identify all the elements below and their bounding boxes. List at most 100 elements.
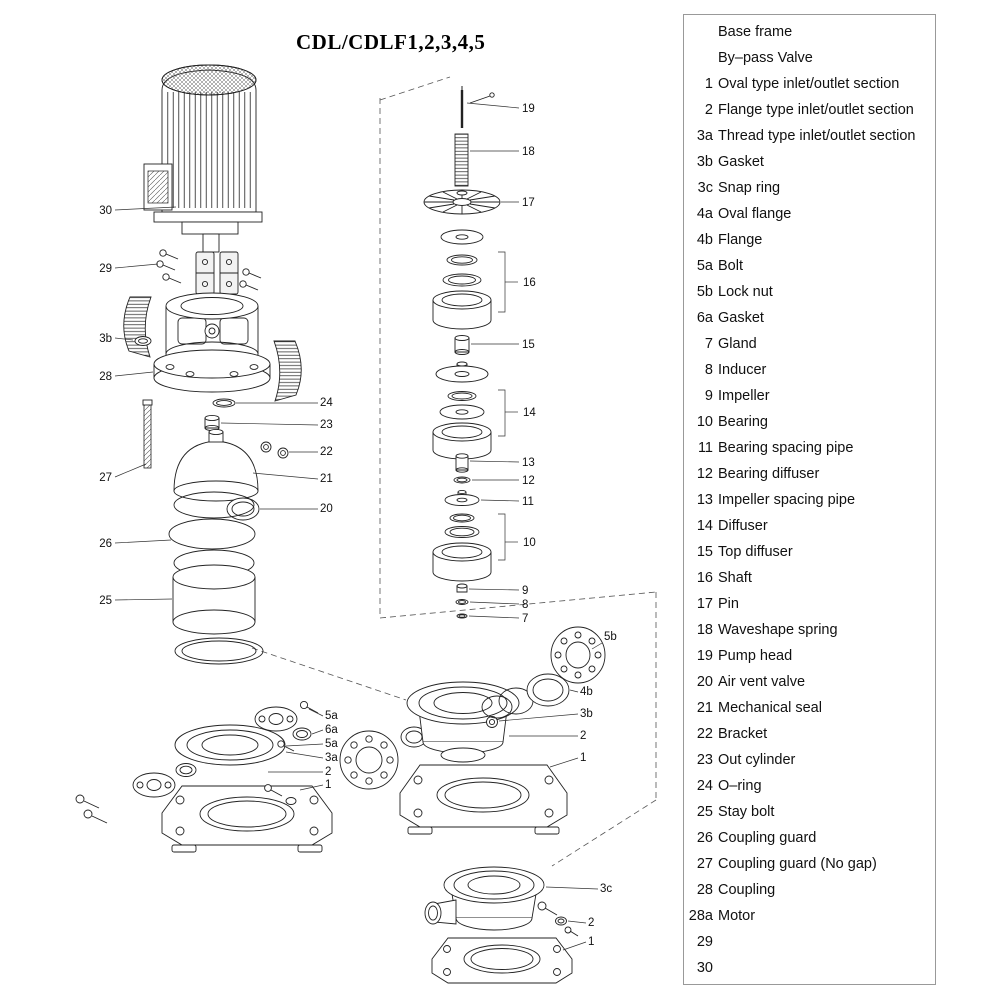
callout-20: 20	[320, 503, 333, 515]
part-number: 21	[696, 700, 713, 716]
part-label: Bearing	[718, 414, 768, 430]
callout-18: 18	[522, 146, 535, 158]
parts-list-row: By–pass Valve	[684, 45, 935, 71]
callout-24: 24	[320, 397, 333, 409]
part-number: 27	[696, 856, 713, 872]
part-number: 4b	[696, 232, 713, 248]
part-label: Flange	[718, 232, 763, 248]
callout-29: 29	[99, 263, 112, 275]
part-number: 13	[696, 492, 713, 508]
callout-8: 8	[522, 599, 528, 611]
callout-6a: 6a	[325, 724, 338, 736]
callout-12: 12	[522, 475, 535, 487]
parts-list-row: 6a Gasket	[684, 305, 935, 331]
callout-19: 19	[522, 103, 535, 115]
part-number: 5b	[696, 284, 713, 300]
part-number: 15	[696, 544, 713, 560]
part-number: 3b	[696, 154, 713, 170]
parts-list-row: 4b Flange	[684, 227, 935, 253]
part-number: 3a	[696, 128, 713, 144]
callout-13: 13	[522, 457, 535, 469]
exploded-view-diagram: 30 29 3b 28 24 23 22 21 20 27 26 25 19	[75, 64, 657, 984]
callout-1-bottom: 1	[588, 936, 594, 948]
callout-2-bottom: 2	[588, 917, 594, 929]
bottom-inlet-assembly-drawing	[424, 866, 579, 984]
callout-7: 7	[522, 613, 528, 625]
parts-list-row: 10 Bearing	[684, 409, 935, 435]
parts-list-row: 29	[684, 929, 935, 955]
part-number: 29	[696, 934, 713, 950]
parts-list-row: Base frame	[684, 19, 935, 45]
part-label: Bearing diffuser	[718, 466, 820, 482]
part-label: Waveshape spring	[718, 622, 838, 638]
outer-sleeve-drawing	[172, 564, 264, 665]
callout-4b: 4b	[580, 686, 593, 698]
part-label: Air vent valve	[718, 674, 806, 690]
part-label: Impeller	[718, 388, 770, 404]
callout-1-mid: 1	[580, 752, 586, 764]
part-label: Bearing spacing pipe	[718, 440, 854, 456]
part-number: 16	[696, 570, 713, 586]
part-label: Shaft	[718, 570, 752, 586]
part-label: Diffuser	[718, 518, 768, 534]
part-label: Gasket	[718, 310, 764, 326]
pump-head-bracket-drawing	[134, 292, 271, 393]
part-number: 23	[696, 752, 713, 768]
part-label: Motor	[718, 908, 756, 924]
projection-lines	[212, 76, 657, 867]
callout-21: 21	[320, 473, 333, 485]
parts-list-row: 16 Shaft	[684, 565, 935, 591]
callout-1-left: 1	[325, 779, 331, 791]
part-number: 17	[696, 596, 713, 612]
seal-small-parts-drawing	[173, 398, 289, 521]
part-number: 10	[696, 414, 713, 430]
part-number: 2	[704, 102, 713, 118]
callout-5b: 5b	[604, 631, 617, 643]
part-number: 24	[696, 778, 713, 794]
part-label: Coupling	[718, 882, 776, 898]
part-number: 28a	[688, 908, 713, 924]
part-number: 6a	[696, 310, 713, 326]
diagram-title: CDL/CDLF1,2,3,4,5	[296, 30, 486, 54]
part-label: Bolt	[718, 258, 743, 274]
part-number: 12	[696, 466, 713, 482]
callout-27: 27	[99, 472, 112, 484]
left-oval-assembly-drawing	[75, 700, 333, 853]
callout-labels: 30 29 3b 28 24 23 22 21 20 27 26 25 19	[99, 102, 617, 951]
coupling-drawing	[156, 249, 262, 295]
callout-3b-left: 3b	[99, 333, 112, 345]
part-number: 26	[696, 830, 713, 846]
part-label: Bracket	[718, 726, 768, 742]
callout-2-left: 2	[325, 766, 331, 778]
part-label: Coupling guard (No gap)	[718, 856, 877, 872]
part-label: Snap ring	[718, 180, 781, 196]
part-number: 19	[696, 648, 713, 664]
callout-3c: 3c	[600, 883, 612, 895]
parts-list-row: 30	[684, 955, 935, 981]
part-label: Flange type inlet/outlet section	[718, 102, 914, 118]
parts-list-row: 28a Motor	[684, 903, 935, 929]
part-label: O–ring	[718, 778, 762, 794]
